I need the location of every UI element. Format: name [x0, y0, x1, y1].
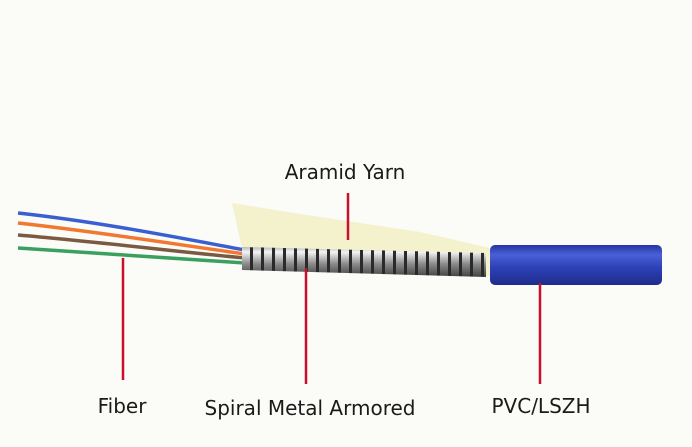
spiral-metal-armor: [242, 247, 486, 277]
fiber-green: [17, 246, 246, 265]
fiber-label: Fiber: [97, 394, 147, 418]
spiral-metal-armored-label: Spiral Metal Armored: [204, 396, 416, 420]
pvc-lszh-label: PVC/LSZH: [491, 394, 591, 418]
aramid-yarn-label: Aramid Yarn: [284, 160, 406, 184]
fiber-blue: [17, 211, 246, 252]
pvc-jacket: [490, 245, 662, 285]
fiber-brown: [17, 233, 246, 260]
fiber-orange: [17, 221, 246, 256]
